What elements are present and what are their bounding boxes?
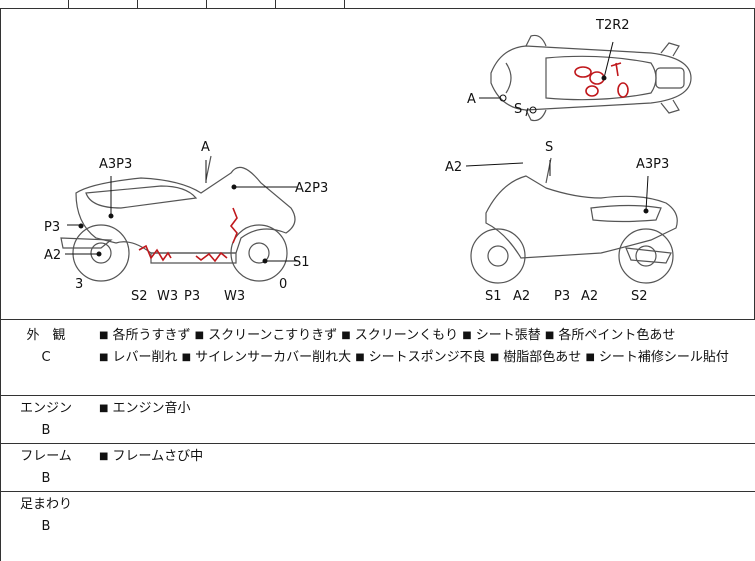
label-left-0: 0 bbox=[279, 277, 287, 292]
section-frame: フレーム B ■フレームさび中 bbox=[0, 444, 755, 492]
label-left-bottom-p3: P3 bbox=[184, 289, 200, 304]
bullet-square-icon: ■ bbox=[489, 352, 500, 363]
condition-item: ■フレームさび中 bbox=[99, 449, 204, 464]
bullet-square-icon: ■ bbox=[194, 330, 205, 341]
bullet-square-icon: ■ bbox=[462, 330, 472, 341]
label-top-a: A bbox=[467, 92, 476, 107]
label-left-a3p3: A3P3 bbox=[99, 157, 132, 172]
section-items: ■エンジン音小 bbox=[99, 398, 749, 420]
bullet-square-icon: ■ bbox=[181, 352, 192, 363]
condition-item: ■シート張替 bbox=[462, 328, 541, 343]
leader-lines bbox=[65, 41, 649, 264]
header-row-remnant bbox=[0, 0, 755, 9]
bullet-square-icon: ■ bbox=[99, 403, 109, 414]
cell-divider bbox=[137, 0, 138, 8]
left-side-scooter bbox=[60, 155, 296, 282]
condition-item: ■エンジン音小 bbox=[99, 401, 191, 416]
label-t2r2: T2R2 bbox=[595, 18, 630, 33]
condition-item: ■樹脂部色あせ bbox=[489, 350, 582, 365]
section-exterior: 外 観 C ■各所うすきず ■スクリーンこすりきず ■スクリーンくもり ■シート… bbox=[0, 320, 755, 396]
category-name: 足まわり bbox=[19, 497, 72, 512]
condition-item: ■サイレンサーカバー削れ大 bbox=[181, 350, 352, 365]
label-left-3: 3 bbox=[75, 277, 83, 292]
condition-item: ■シートスポンジ不良 bbox=[355, 350, 486, 365]
cell-divider bbox=[344, 0, 345, 8]
category-grade: B bbox=[41, 471, 51, 486]
condition-item: ■スクリーンこすりきず bbox=[194, 328, 338, 343]
bullet-square-icon: ■ bbox=[341, 330, 351, 341]
label-top-s: S bbox=[514, 102, 522, 117]
label-right-bottom-s1: S1 bbox=[485, 289, 502, 304]
category-name: 外 観 bbox=[26, 328, 66, 343]
category-name: フレーム bbox=[20, 449, 72, 464]
label-left-a2: A2 bbox=[44, 248, 61, 263]
category-grade: C bbox=[41, 350, 51, 365]
section-items: ■フレームさび中 bbox=[99, 446, 749, 468]
condition-item: ■シート補修シール貼付 bbox=[585, 350, 729, 365]
label-left-a: A bbox=[201, 140, 210, 155]
label-left-p3: P3 bbox=[44, 220, 60, 235]
bullet-square-icon: ■ bbox=[585, 352, 595, 363]
label-right-bottom-p3: P3 bbox=[554, 289, 570, 304]
cell-divider bbox=[275, 0, 276, 8]
section-items: ■各所うすきず ■スクリーンこすりきず ■スクリーンくもり ■シート張替 ■各所… bbox=[99, 325, 749, 369]
bullet-square-icon: ■ bbox=[99, 330, 109, 341]
bullet-square-icon: ■ bbox=[544, 330, 555, 341]
cell-divider bbox=[68, 0, 69, 8]
category-grade: B bbox=[41, 423, 51, 438]
section-suspension: 足まわり B bbox=[0, 492, 755, 561]
label-left-s1: S1 bbox=[293, 255, 310, 270]
section-category: 外 観 C bbox=[1, 325, 91, 369]
damage-marks bbox=[138, 62, 629, 263]
top-view-scooter bbox=[490, 34, 692, 122]
label-left-a2p3: A2P3 bbox=[295, 181, 328, 196]
label-right-a2: A2 bbox=[445, 160, 462, 175]
category-grade: B bbox=[41, 519, 51, 534]
label-left-bottom-w3b: W3 bbox=[224, 289, 245, 304]
condition-item: ■スクリーンくもり bbox=[341, 328, 459, 343]
bullet-square-icon: ■ bbox=[99, 352, 109, 363]
label-right-s: S bbox=[545, 140, 553, 155]
section-category: エンジン B bbox=[1, 398, 91, 442]
bullet-square-icon: ■ bbox=[355, 352, 365, 363]
category-name: エンジン bbox=[19, 401, 72, 416]
section-category: 足まわり B bbox=[1, 494, 91, 538]
motorcycle-diagram: T2R2 A S A3P3 A A2P3 P3 A2 S1 3 0 S2 W3 … bbox=[44, 18, 692, 304]
label-left-bottom-s2: S2 bbox=[131, 289, 148, 304]
label-right-bottom-a2: A2 bbox=[513, 289, 530, 304]
damage-diagram: T2R2 A S A3P3 A A2P3 P3 A2 S1 3 0 S2 W3 … bbox=[0, 8, 755, 320]
label-right-bottom-s2: S2 bbox=[631, 289, 648, 304]
section-engine: エンジン B ■エンジン音小 bbox=[0, 396, 755, 444]
cell-divider bbox=[206, 0, 207, 8]
label-right-bottom-a2b: A2 bbox=[581, 289, 598, 304]
condition-item: ■レバー削れ bbox=[99, 350, 178, 365]
condition-item: ■各所うすきず bbox=[99, 328, 191, 343]
section-category: フレーム B bbox=[1, 446, 91, 490]
right-side-scooter bbox=[470, 157, 678, 284]
condition-item: ■各所ペイント色あせ bbox=[544, 328, 676, 343]
bullet-square-icon: ■ bbox=[99, 451, 109, 462]
label-left-bottom-w3: W3 bbox=[157, 289, 178, 304]
label-right-a3p3: A3P3 bbox=[636, 157, 669, 172]
